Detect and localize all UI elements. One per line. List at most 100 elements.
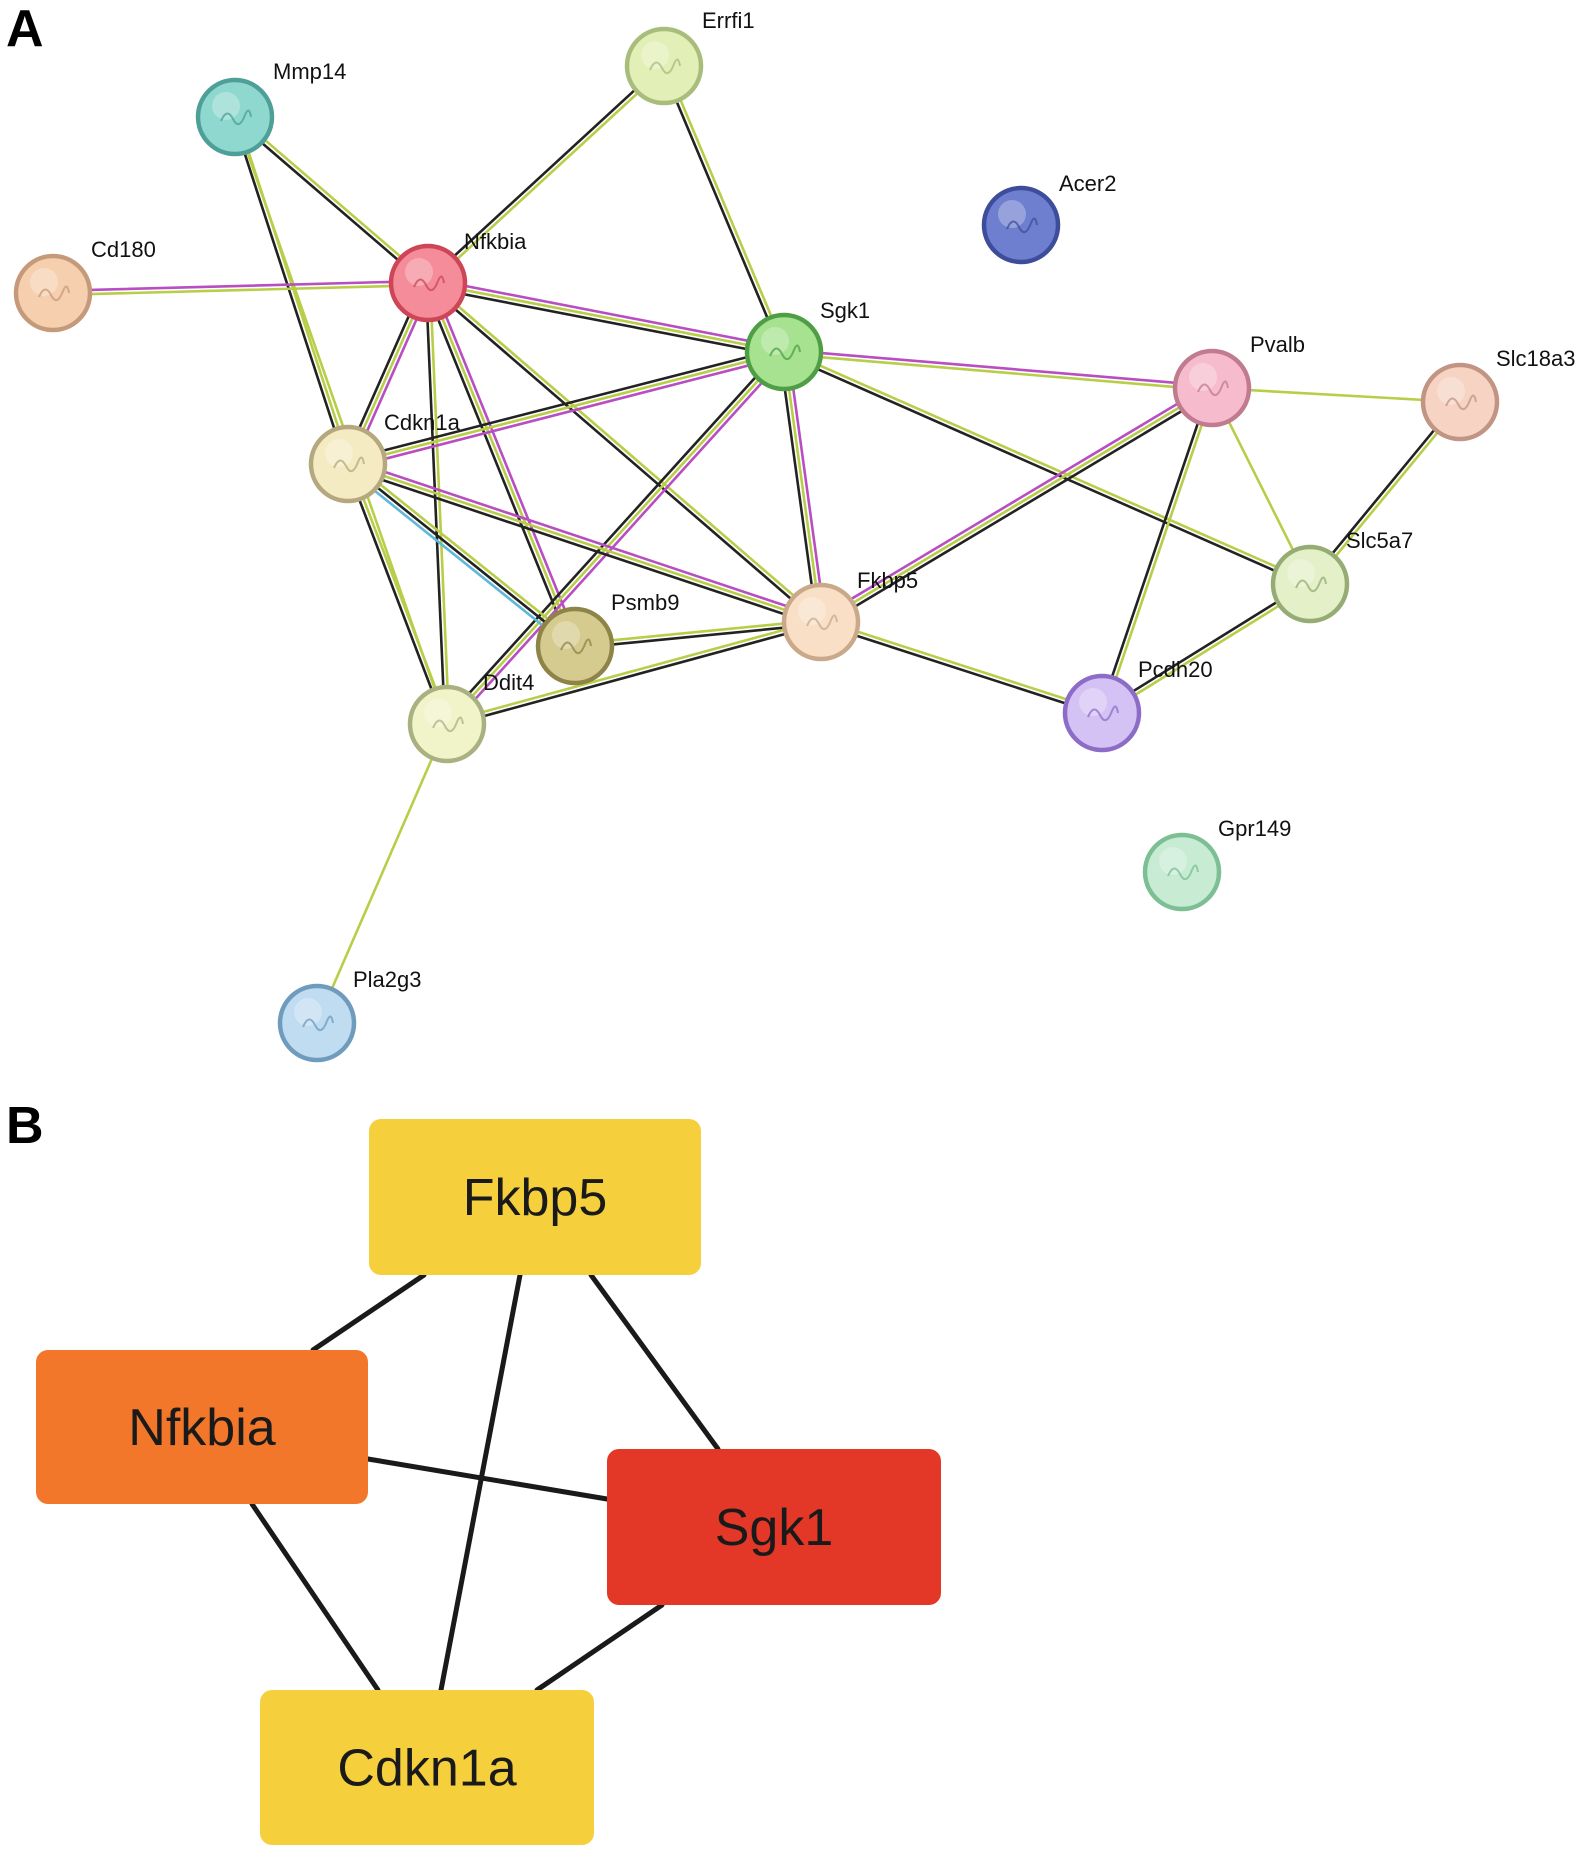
hub-node-label: Cdkn1a [337,1740,516,1798]
edge-line-textmining [349,459,579,645]
node-label: Mmp14 [273,59,346,84]
edge-line-textmining [1310,402,1463,587]
edge-line-coexpression [1098,386,1212,714]
node-highlight [1159,847,1187,875]
node-label: Gpr149 [1218,816,1291,841]
node-label: Acer2 [1059,171,1116,196]
edge-line-textmining [445,618,822,724]
edge-line-experimental [448,353,789,729]
edge-Fkbp5-Pcdh20 [819,618,1104,717]
node-slc18a3[interactable]: Slc18a3 [1420,346,1576,442]
edge-line-coexpression [345,346,785,462]
node-circle [407,684,487,764]
node-pvalb[interactable]: Pvalb [1172,332,1305,428]
node-sgk1[interactable]: Sgk1 [744,298,870,392]
node-highlight [325,439,353,467]
panel-a-label: A [6,0,44,58]
hub-node-nfkbia[interactable]: Nfkbia [36,1350,368,1504]
hub-node-label: Fkbp5 [463,1169,608,1227]
node-circle [388,243,468,323]
node-cdkn1a[interactable]: Cdkn1a [308,410,461,504]
edge-line-coexpression [344,463,447,727]
node-pcdh20[interactable]: Pcdh20 [1062,657,1213,753]
node-label: Slc5a7 [1346,528,1413,553]
edge-Nfkbia-Psmb9 [422,280,581,649]
edge-Nfkbia-Fkbp5 [425,280,824,625]
edge-line-textmining [428,280,824,622]
node-label: Fkbp5 [857,568,918,593]
node-psmb9[interactable]: Psmb9 [535,590,679,686]
node-circle [1270,544,1350,624]
protein-structure-icon [1445,394,1477,411]
edge-Nfkbia-Ddit4 [424,281,451,726]
node-label: Errfi1 [702,8,755,33]
edge-line-textmining [235,114,431,283]
edge-line-coexpression [819,622,1103,717]
node-gpr149[interactable]: Gpr149 [1142,816,1291,912]
protein-structure-icon [220,109,252,126]
node-acer2[interactable]: Acer2 [981,171,1116,265]
edge-Cd180-Nfkbia [51,279,430,297]
protein-structure-icon [1006,217,1038,234]
node-cd180[interactable]: Cd180 [13,237,156,333]
node-label: Ddit4 [483,670,534,695]
hub-node-fkbp5[interactable]: Fkbp5 [369,1119,701,1275]
hub-node-cdkn1a[interactable]: Cdkn1a [260,1690,594,1845]
edge-Sgk1-Pvalb [782,348,1214,392]
node-circle [1062,673,1142,753]
edge-Ddit4-Pla2g3 [315,722,449,1025]
edge-line-coexpression [425,63,664,283]
edge-line-textmining [315,722,449,1025]
edge-line-coexpression [345,466,821,628]
edge-Ddit4-Fkbp5 [445,618,823,728]
edge-line-coexpression [446,622,823,728]
node-circle [277,983,357,1063]
node-highlight [1189,363,1217,391]
node-highlight [552,621,580,649]
edge-line-textmining [346,462,823,624]
node-circle [1142,832,1222,912]
edge-line-coexpression [660,65,784,355]
node-errfi1[interactable]: Errfi1 [624,8,755,106]
node-ddit4[interactable]: Ddit4 [407,670,534,764]
edge-line-coexpression [346,462,577,648]
node-circle [781,582,861,662]
hub-node-box [369,1119,701,1275]
protein-structure-icon [413,275,445,292]
edge-line-database [344,465,574,651]
panel-b-edges [249,1272,721,1693]
node-highlight [294,998,322,1026]
edge-Sgk1-Fkbp5 [778,350,827,624]
node-label: Cd180 [91,237,156,262]
hub-node-sgk1[interactable]: Sgk1 [607,1449,941,1605]
node-highlight [641,41,669,69]
panel-a-edges [51,63,1463,1025]
node-circle [744,312,824,392]
protein-structure-icon [333,456,365,473]
node-pla2g3[interactable]: Pla2g3 [277,967,422,1063]
hub-node-label: Nfkbia [128,1399,275,1457]
protein-structure-icon [432,716,464,733]
edge-line-coexpression [1307,399,1460,584]
node-label: Pvalb [1250,332,1305,357]
node-highlight [1287,559,1315,587]
edge-line-textmining [428,66,667,286]
edge-line-textmining [426,281,577,648]
node-fkbp5[interactable]: Fkbp5 [781,568,918,662]
protein-structure-icon [806,614,838,631]
edge-line-coexpression [231,116,348,466]
node-slc5a7[interactable]: Slc5a7 [1270,528,1413,624]
node-mmp14[interactable]: Mmp14 [195,59,346,157]
protein-structure-icon [1197,380,1229,397]
protein-structure-icon [1087,705,1119,722]
edge-line-textmining [819,386,1214,624]
node-nfkbia[interactable]: Nfkbia [388,229,527,323]
node-highlight [424,699,452,727]
node-label: Nfkbia [464,229,527,254]
node-highlight [212,92,240,120]
node-label: Psmb9 [611,590,679,615]
edge-line-textmining [1102,387,1216,715]
node-label: Slc18a3 [1496,346,1576,371]
